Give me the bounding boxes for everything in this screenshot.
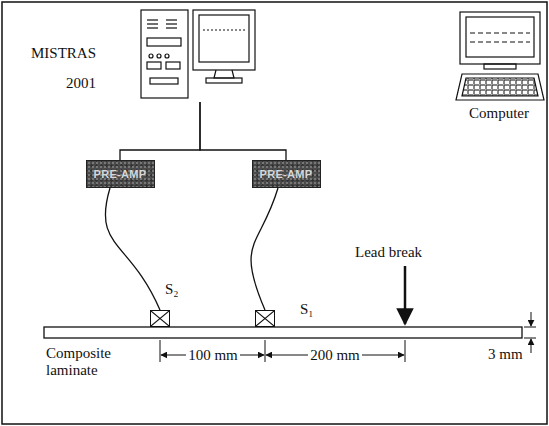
preamp-box: PRE-AMP xyxy=(86,160,155,188)
keyboard xyxy=(456,74,544,100)
signal-bus xyxy=(200,102,286,160)
node-label: MISTRAS 2001 xyxy=(18,38,96,98)
composite-laminate xyxy=(44,327,522,338)
node-label: Computer xyxy=(452,105,546,122)
ae-monitor xyxy=(193,10,255,83)
sensor-cross xyxy=(256,311,274,326)
sensor-cross xyxy=(151,311,169,326)
equipment-node: MISTRAS 2001 xyxy=(140,8,256,102)
lead-break-arrow xyxy=(404,266,407,324)
computer-monitor xyxy=(460,12,540,69)
preamp-label: PRE-AMP xyxy=(94,168,147,180)
sensor-cable xyxy=(105,188,160,310)
preamp-label: PRE-AMP xyxy=(260,168,313,180)
callout-label: Lead break xyxy=(355,244,422,261)
sensor-cable xyxy=(251,188,278,310)
dimension-label: 200 mm xyxy=(308,347,362,364)
equipment-node: Computer xyxy=(452,10,546,122)
preamp-box: PRE-AMP xyxy=(252,160,321,188)
sensor-box: S₁ xyxy=(255,310,275,327)
node-label: S₂ xyxy=(165,281,179,298)
dimension-label: 100 mm xyxy=(186,347,240,364)
ae-system-unit xyxy=(141,10,188,98)
sensor-box: S₂ xyxy=(150,310,170,327)
node-label: S₁ xyxy=(300,301,314,318)
signal-bus xyxy=(120,102,200,160)
part-label: Composite laminate xyxy=(46,345,126,379)
dimension-label: 3 mm xyxy=(488,346,523,363)
